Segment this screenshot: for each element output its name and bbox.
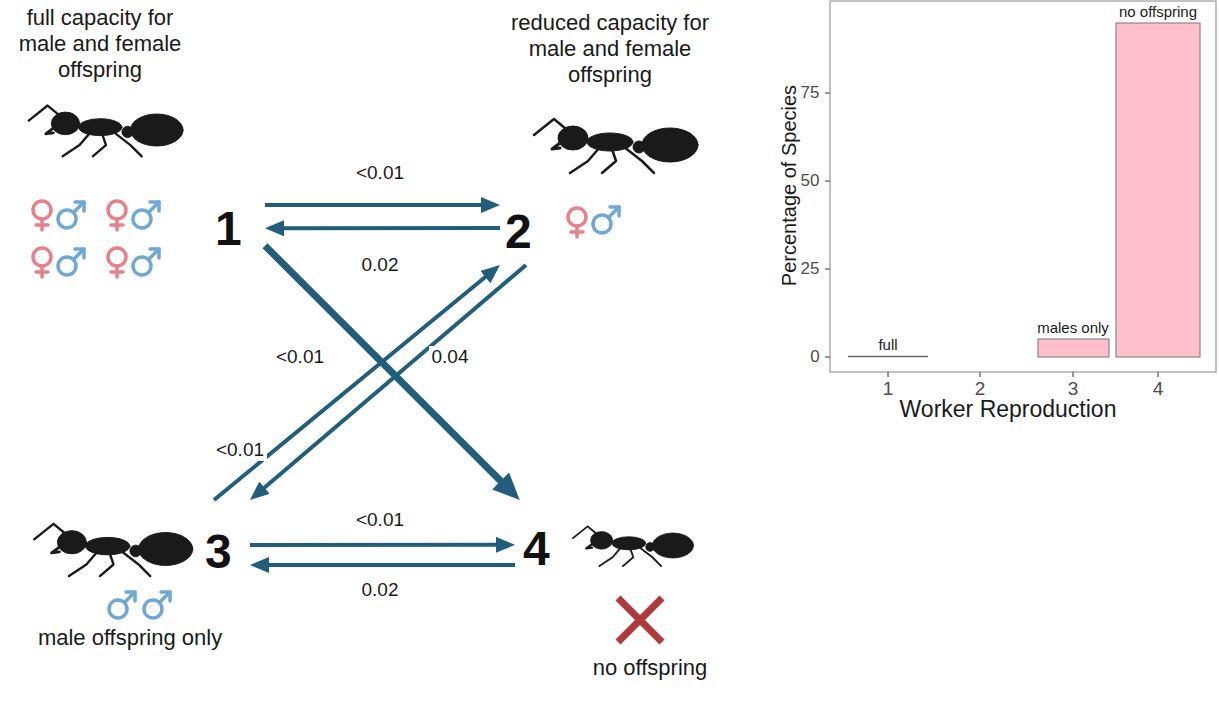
tick-label: 25 (801, 259, 820, 279)
tick-label: 0 (810, 347, 819, 367)
female-symbol (33, 248, 51, 277)
rate-label: 0.02 (359, 579, 402, 601)
male-symbol (144, 592, 170, 618)
female-symbol (568, 208, 586, 237)
bar-chart (825, 1, 1216, 377)
rate-label: 0.02 (359, 254, 402, 276)
axis-title: Percentage of Species (779, 84, 802, 285)
male-symbol (133, 249, 159, 275)
chart-frame (830, 1, 1216, 372)
state-number: 3 (205, 528, 232, 576)
female-symbol (108, 248, 126, 277)
rate-label: <0.01 (353, 162, 407, 184)
state-description: no offspring (555, 655, 745, 681)
state-number: 2 (505, 208, 532, 256)
transition-arrow (265, 203, 492, 207)
male-symbol (58, 249, 84, 275)
state-number: 1 (215, 205, 242, 253)
state-description: male offspring only (25, 625, 235, 651)
state-node: 3 male offspring only (25, 500, 250, 700)
transition-arrow (273, 226, 500, 230)
ant-icon (534, 119, 698, 173)
rate-label: <0.01 (273, 346, 327, 368)
transition-arrow (258, 563, 515, 567)
ant-icon (29, 106, 183, 157)
transition-arrow (214, 270, 494, 500)
state-node: full capacity for male and female offspr… (10, 5, 265, 295)
axis-title: Worker Reproduction (900, 396, 1117, 422)
state-node: reduced capacity for male and female off… (500, 10, 717, 265)
rate-label: 0.04 (429, 346, 472, 368)
female-symbol (108, 201, 126, 230)
bar-label: no offspring (1119, 3, 1197, 20)
tick-label: 4 (1153, 378, 1164, 400)
state-node: 4 no offspring (515, 500, 750, 695)
bar (1038, 339, 1109, 357)
ant-icon (573, 526, 694, 566)
no-offspring-cross (618, 598, 662, 642)
rate-label: <0.01 (213, 439, 267, 461)
male-symbol (133, 202, 159, 228)
tick-label: 1 (883, 378, 894, 400)
state-description: full capacity for male and female offspr… (10, 5, 190, 83)
axis-ticks (825, 93, 1158, 377)
state-number: 4 (523, 525, 550, 573)
transition-arrow (256, 265, 526, 495)
female-symbol (33, 201, 51, 230)
male-symbol (593, 207, 619, 233)
tick-label: 50 (801, 171, 820, 191)
male-symbol (109, 592, 135, 618)
state-description: reduced capacity for male and female off… (505, 10, 715, 88)
bar (848, 356, 928, 358)
bar-label: full (878, 336, 897, 353)
male-symbol (58, 202, 84, 228)
bar-label: males only (1037, 319, 1109, 336)
tick-label: 75 (801, 83, 820, 103)
ant-icon (34, 524, 193, 576)
rate-label: <0.01 (353, 509, 407, 531)
transition-arrow (250, 543, 507, 547)
bar (1116, 23, 1200, 357)
